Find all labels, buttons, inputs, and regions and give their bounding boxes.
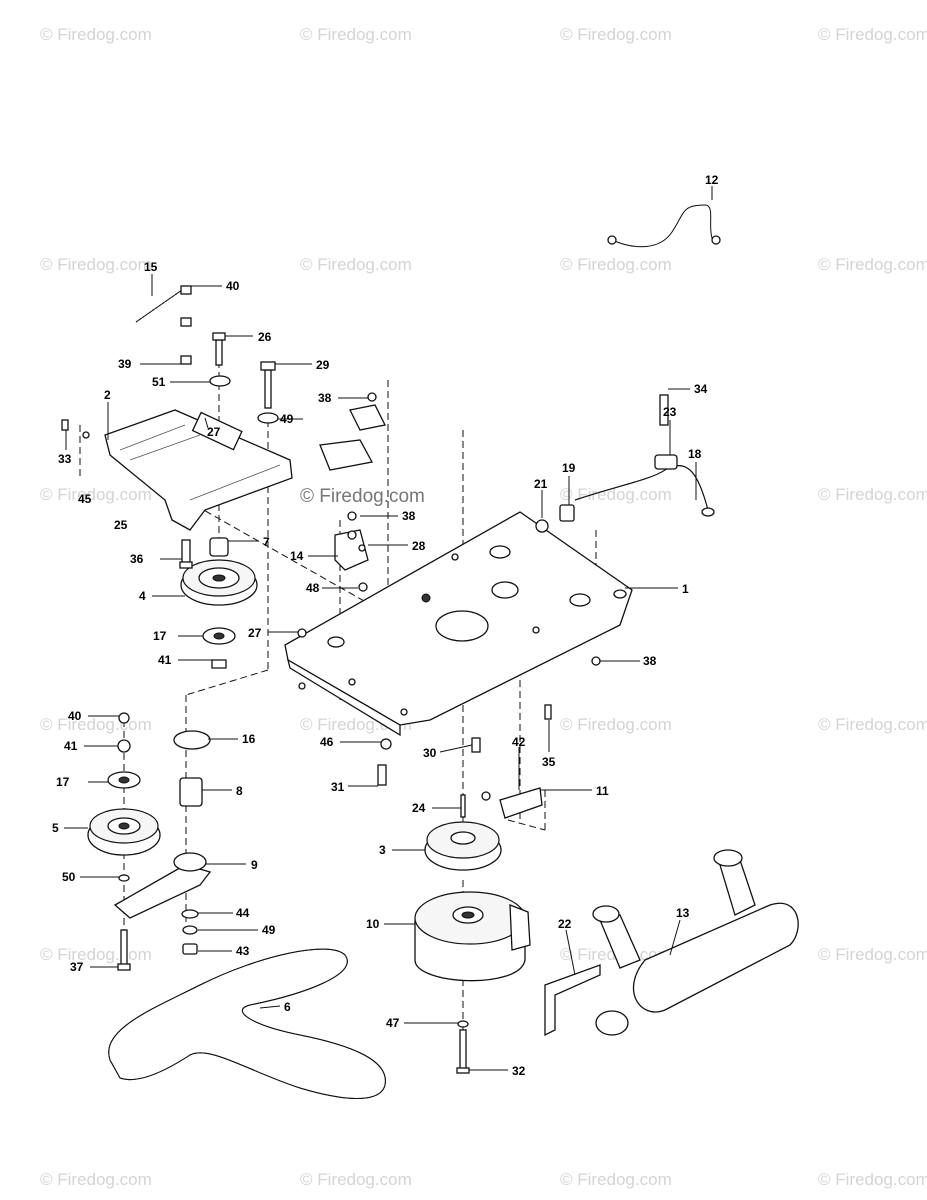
callout-label: 39 <box>118 357 132 371</box>
watermark: © Firedog.com <box>40 485 152 504</box>
callout-label: 9 <box>251 858 258 872</box>
callout-label: 47 <box>386 1016 400 1030</box>
callout-label: 48 <box>306 581 320 595</box>
watermark: © Firedog.com <box>818 255 927 274</box>
leader-lines <box>64 186 713 1071</box>
callout-label: 26 <box>258 330 272 344</box>
callout-label: 43 <box>236 944 250 958</box>
callout-label: 7 <box>263 535 270 549</box>
watermark: © Firedog.com <box>40 25 152 44</box>
watermark: © Firedog.com <box>560 1170 672 1189</box>
callout-label: 27 <box>248 626 262 640</box>
battery-cable <box>607 204 721 248</box>
callout-label: 37 <box>70 960 84 974</box>
callout-label: 45 <box>78 492 92 506</box>
callout-label: 2 <box>104 388 111 402</box>
watermark: © Firedog.com <box>300 255 412 274</box>
muffler <box>544 849 799 1037</box>
idler-bracket <box>104 409 293 531</box>
watermark: © Firedog.com <box>560 485 672 504</box>
watermark: © Firedog.com <box>560 255 672 274</box>
callout-label: 17 <box>153 629 167 643</box>
watermark: © Firedog.com <box>818 25 927 44</box>
callout-label: 6 <box>284 1000 291 1014</box>
callout-label: 46 <box>320 735 334 749</box>
callout-label: 30 <box>423 746 437 760</box>
idler-pulley-upper <box>180 537 258 669</box>
callout-label: 35 <box>542 755 556 769</box>
callout-label: 21 <box>534 477 548 491</box>
callout-label: 44 <box>236 906 250 920</box>
callout-label: 33 <box>58 452 72 466</box>
engine-pulley <box>424 821 502 871</box>
watermark: © Firedog.com <box>300 1170 412 1189</box>
watermark: © Firedog.com <box>40 715 152 734</box>
callout-label: 49 <box>262 923 276 937</box>
callout-label: 49 <box>280 412 294 426</box>
watermark: © Firedog.com <box>560 25 672 44</box>
callout-label: 38 <box>318 391 332 405</box>
callout-label: 32 <box>512 1064 526 1078</box>
callout-label: 15 <box>144 260 158 274</box>
spring <box>135 289 183 323</box>
callout-label: 41 <box>64 739 78 753</box>
fuel-line <box>535 394 715 533</box>
solenoid <box>319 404 386 571</box>
callout-label: 5 <box>52 821 59 835</box>
callout-labels: 1 2 3 4 5 6 7 8 9 10 11 12 13 14 15 16 1… <box>52 173 719 1078</box>
callout-label: 1 <box>682 582 689 596</box>
callout-label: 17 <box>56 775 70 789</box>
callout-label: 51 <box>152 375 166 389</box>
callout-label: 8 <box>236 784 243 798</box>
watermark: © Firedog.com <box>818 485 927 504</box>
callout-label: 31 <box>331 780 345 794</box>
watermark-center: © Firedog.com <box>300 486 425 507</box>
watermark: © Firedog.com <box>40 945 152 964</box>
callout-label: 50 <box>62 870 76 884</box>
callout-label: 34 <box>694 382 708 396</box>
callout-label: 14 <box>290 549 304 563</box>
callout-label: 40 <box>68 709 82 723</box>
watermark: © Firedog.com <box>818 945 927 964</box>
watermark: © Firedog.com <box>818 1170 927 1189</box>
pto-clutch <box>414 891 531 1074</box>
callout-label: 16 <box>242 732 256 746</box>
callout-label: 4 <box>139 589 146 603</box>
callout-label: 19 <box>562 461 576 475</box>
callout-label: 40 <box>226 279 240 293</box>
watermark-layer: © Firedog.com © Firedog.com © Firedog.co… <box>40 25 927 1189</box>
callout-label: 10 <box>366 917 380 931</box>
callout-label: 12 <box>705 173 719 187</box>
callout-label: 38 <box>643 654 657 668</box>
watermark: © Firedog.com <box>40 255 152 274</box>
callout-label: 27 <box>207 425 221 439</box>
callout-label: 24 <box>412 801 426 815</box>
callout-label: 38 <box>402 509 416 523</box>
callout-label: 22 <box>558 917 572 931</box>
callout-label: 23 <box>663 405 677 419</box>
idler-arm <box>113 730 212 971</box>
callout-label: 28 <box>412 539 426 553</box>
callout-label: 36 <box>130 552 144 566</box>
callout-label: 3 <box>379 843 386 857</box>
watermark: © Firedog.com <box>300 25 412 44</box>
drive-belt <box>108 948 386 1099</box>
callout-label: 11 <box>596 784 609 798</box>
callout-label: 42 <box>512 735 526 749</box>
callout-label: 25 <box>114 518 128 532</box>
callout-label: 29 <box>316 358 330 372</box>
deck-plate <box>284 511 633 737</box>
watermark: © Firedog.com <box>818 715 927 734</box>
fasteners <box>61 285 601 818</box>
callout-label: 13 <box>676 906 690 920</box>
watermark: © Firedog.com <box>560 715 672 734</box>
callout-label: 18 <box>688 447 702 461</box>
idler-pulley-lower <box>87 712 161 856</box>
bracket <box>481 787 543 819</box>
callout-label: 41 <box>158 653 172 667</box>
watermark: © Firedog.com <box>40 1170 152 1189</box>
